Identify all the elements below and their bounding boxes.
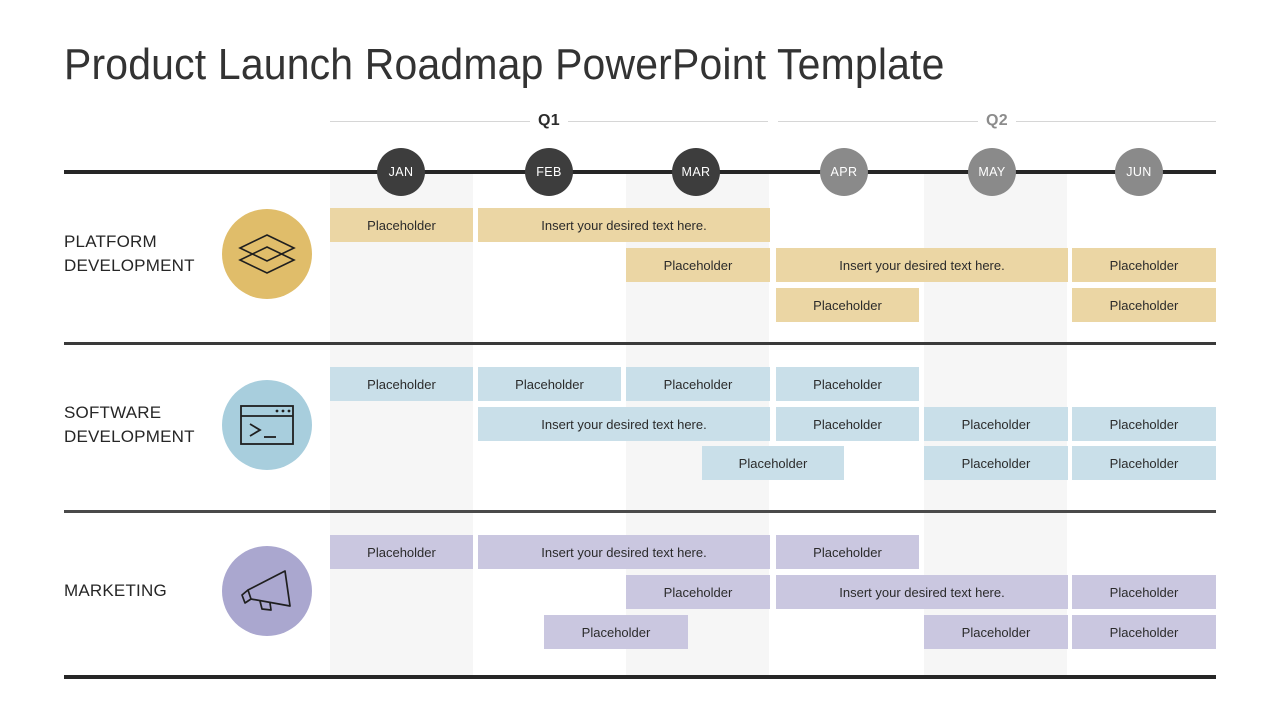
page-title: Product Launch Roadmap PowerPoint Templa… [64,40,945,89]
row-label-line2: DEVELOPMENT [64,427,195,446]
month-marker-apr[interactable]: APR [820,148,868,196]
task-bar[interactable]: Placeholder [1072,575,1216,609]
task-bar[interactable]: Placeholder [924,446,1068,480]
task-bar[interactable]: Placeholder [924,615,1068,649]
column-stripe [330,172,473,677]
row-label-software-development: SOFTWARE DEVELOPMENT [64,401,224,449]
bottom-rule [64,675,1216,679]
task-bar[interactable]: Placeholder [1072,446,1216,480]
task-bar[interactable]: Placeholder [1072,615,1216,649]
task-bar[interactable]: Placeholder [776,367,919,401]
quarter-q2: Q2 [778,110,1217,132]
task-bar[interactable]: Placeholder [1072,288,1216,322]
quarter-rule-right [1015,120,1217,122]
megaphone-icon [222,546,312,636]
task-bar[interactable]: Insert your desired text here. [776,575,1068,609]
task-bar[interactable]: Placeholder [702,446,844,480]
row-label-line1: MARKETING [64,581,167,600]
task-bar[interactable]: Placeholder [330,367,473,401]
month-marker-may[interactable]: MAY [968,148,1016,196]
row-label-marketing: MARKETING [64,579,224,603]
task-bar[interactable]: Placeholder [924,407,1068,441]
row-separator-1 [64,342,1216,345]
quarter-q1: Q1 [330,110,769,132]
quarter-header-band: Q1 Q2 [330,110,1217,132]
quarter-label: Q1 [538,112,560,129]
task-bar[interactable]: Placeholder [330,535,473,569]
month-marker-mar[interactable]: MAR [672,148,720,196]
quarter-rule-left [778,120,979,122]
row-label-line2: DEVELOPMENT [64,256,195,275]
task-bar[interactable]: Placeholder [478,367,621,401]
quarter-rule-right [567,120,769,122]
task-bar[interactable]: Insert your desired text here. [478,407,770,441]
task-bar[interactable]: Placeholder [776,407,919,441]
task-bar[interactable]: Insert your desired text here. [776,248,1068,282]
row-separator-2 [64,510,1216,513]
row-label-platform-development: PLATFORM DEVELOPMENT [64,230,224,278]
row-label-line1: PLATFORM [64,232,157,251]
task-bar[interactable]: Placeholder [626,367,770,401]
task-bar[interactable]: Placeholder [544,615,688,649]
month-marker-jun[interactable]: JUN [1115,148,1163,196]
task-bar[interactable]: Insert your desired text here. [478,208,770,242]
task-bar[interactable]: Placeholder [330,208,473,242]
quarter-label: Q2 [986,112,1008,129]
task-bar[interactable]: Placeholder [626,575,770,609]
layers-icon [222,209,312,299]
task-bar[interactable]: Placeholder [626,248,770,282]
month-marker-jan[interactable]: JAN [377,148,425,196]
task-bar[interactable]: Placeholder [1072,407,1216,441]
terminal-icon [222,380,312,470]
timeline-axis [64,170,1216,174]
task-bar[interactable]: Placeholder [776,288,919,322]
task-bar[interactable]: Insert your desired text here. [478,535,770,569]
quarter-rule-left [330,120,531,122]
month-marker-feb[interactable]: FEB [525,148,573,196]
task-bar[interactable]: Placeholder [1072,248,1216,282]
row-label-line1: SOFTWARE [64,403,162,422]
task-bar[interactable]: Placeholder [776,535,919,569]
